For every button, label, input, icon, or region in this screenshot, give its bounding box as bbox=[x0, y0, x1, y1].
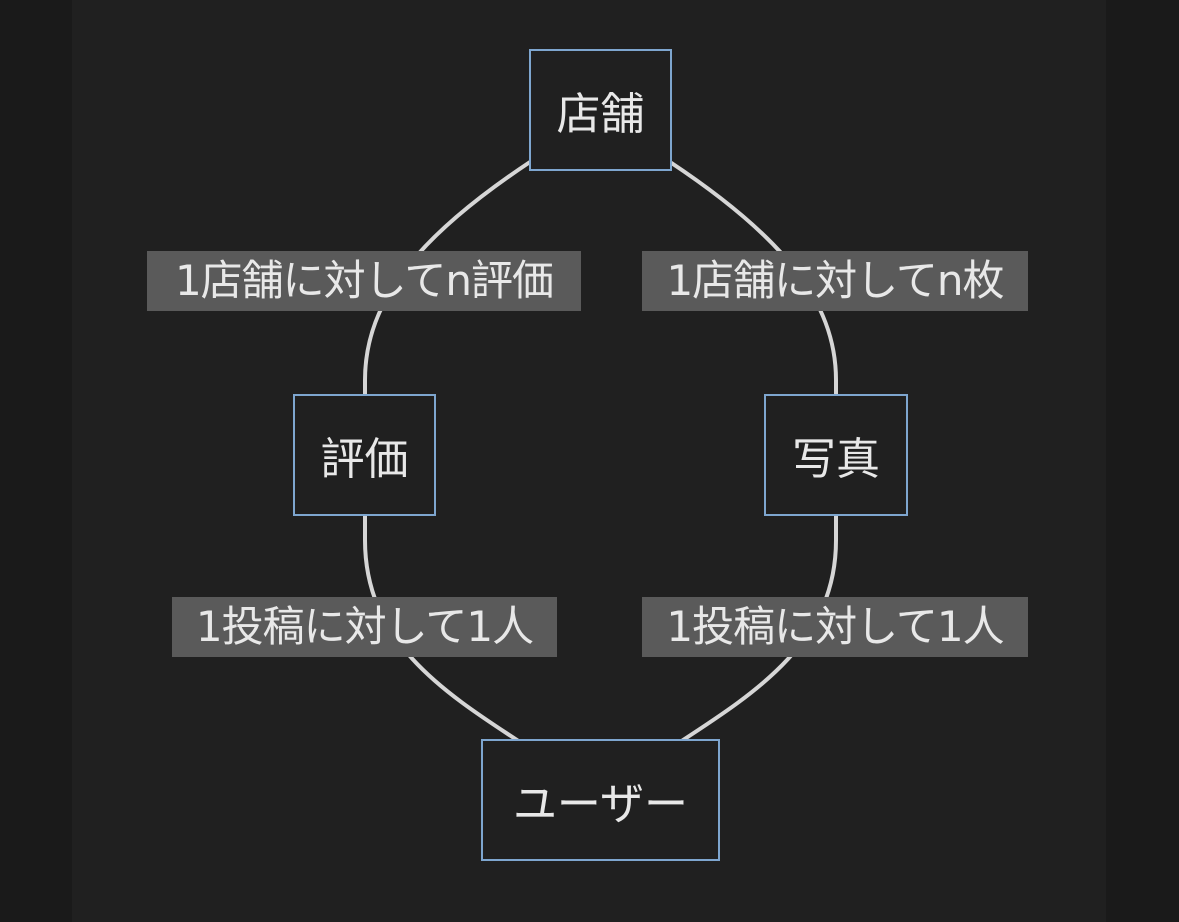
node-review: 評価 bbox=[293, 394, 436, 516]
edge-label-store-review: 1店舗に対してn評価 bbox=[147, 251, 581, 311]
node-store: 店舗 bbox=[529, 49, 672, 171]
edge-label-review-user: 1投稿に対して1人 bbox=[172, 597, 557, 657]
node-user: ユーザー bbox=[481, 739, 720, 861]
node-photo: 写真 bbox=[764, 394, 908, 516]
edge-label-photo-user: 1投稿に対して1人 bbox=[642, 597, 1028, 657]
edge-label-store-photo: 1店舗に対してn枚 bbox=[642, 251, 1028, 311]
